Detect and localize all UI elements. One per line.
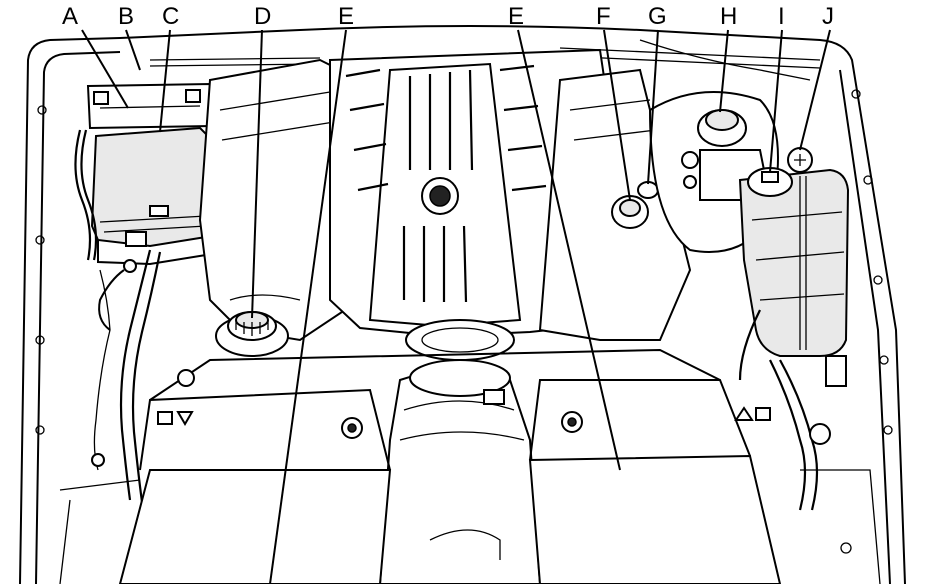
callout-E2: E xyxy=(508,3,524,30)
leader-E1 xyxy=(269,29,347,584)
radiator-support xyxy=(59,348,881,584)
left-cylinder-head-cover xyxy=(198,58,362,342)
vehicle-body-outline xyxy=(19,25,906,584)
callout-C: C xyxy=(162,3,179,30)
callout-labels: A B C D E E F G H I J xyxy=(62,3,834,30)
fill-caps-right xyxy=(611,181,659,229)
leader-lines xyxy=(81,29,831,584)
leader-A xyxy=(81,29,129,109)
callout-F: F xyxy=(596,3,611,30)
engine-oil-fill-cap xyxy=(215,311,289,357)
callout-G: G xyxy=(648,3,667,30)
callout-E1: E xyxy=(338,3,354,30)
underhood-fuse-block xyxy=(86,82,214,266)
callout-D: D xyxy=(254,3,271,30)
leader-E2 xyxy=(517,29,621,471)
leader-H xyxy=(719,29,729,113)
leader-C xyxy=(159,29,171,133)
wiring-harness-right xyxy=(738,309,847,511)
callout-A: A xyxy=(62,3,78,30)
callout-J: J xyxy=(822,3,834,30)
callout-I: I xyxy=(778,3,785,30)
air-intake-duct xyxy=(378,359,542,584)
coolant-surge-tank xyxy=(738,147,850,357)
leader-J xyxy=(799,29,831,151)
leader-D xyxy=(251,29,263,319)
leader-G xyxy=(647,29,659,185)
leader-F xyxy=(603,29,631,201)
callout-B: B xyxy=(118,3,134,30)
leader-B xyxy=(125,29,141,71)
leader-I xyxy=(769,29,783,173)
callout-H: H xyxy=(720,3,737,30)
wiring-harness-left xyxy=(74,129,162,503)
